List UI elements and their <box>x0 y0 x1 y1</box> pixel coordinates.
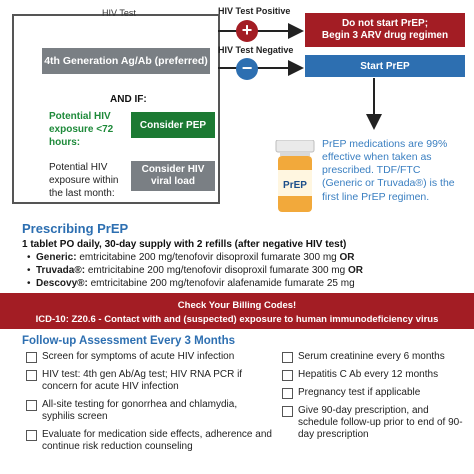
list-item: Descovy®: emtricitabine 200 mg/tenofovir… <box>27 277 363 290</box>
prescribing-subtitle: 1 tablet PO daily, 30-day supply with 2 … <box>22 239 347 250</box>
list-item: Generic: emtricitabine 200 mg/tenofovir … <box>27 251 363 264</box>
checkbox[interactable] <box>26 352 37 363</box>
checklist-item: All-site testing for gonorrhea and chlam… <box>26 399 272 423</box>
pill-label: PrEP <box>283 180 307 191</box>
hiv-test-heading: HIV Test <box>102 8 136 18</box>
start-prep-box: Start PrEP <box>305 55 465 77</box>
checkbox[interactable] <box>26 430 37 441</box>
ag-ab-test-box: 4th Generation Ag/Ab (preferred) <box>42 48 210 74</box>
checklist-item: Evaluate for medication side effects, ad… <box>26 429 272 453</box>
prep-efficacy-text: PrEP medications are 99% effective when … <box>322 138 455 203</box>
pill-bottle-icon: PrEP <box>275 140 315 212</box>
checklist-item: Pregnancy test if applicable <box>282 387 468 399</box>
billing-banner: Check Your Billing Codes! ICD-10: Z20.6 … <box>0 293 474 329</box>
checkbox[interactable] <box>282 370 293 381</box>
viral-load-condition-text: Potential HIV exposure within the last m… <box>49 162 119 199</box>
checklist-item: Screen for symptoms of acute HIV infecti… <box>26 351 272 363</box>
consider-pep-box: Consider PEP <box>131 112 215 138</box>
pep-condition-text: Potential HIV exposure <72 hours: <box>49 111 114 148</box>
flow-arrows <box>218 23 382 130</box>
minus-icon: − <box>236 58 258 80</box>
list-item: Truvada®: emtricitabine 200 mg/tenofovir… <box>27 264 363 277</box>
consider-viral-load-box: Consider HIV viral load <box>131 161 215 191</box>
checkbox[interactable] <box>282 388 293 399</box>
follow-up-right-column: Serum creatinine every 6 months Hepatiti… <box>282 351 468 447</box>
billing-code-text: ICD-10: Z20.6 - Contact with and (suspec… <box>35 314 439 325</box>
and-if-label: AND IF: <box>110 94 147 105</box>
billing-heading: Check Your Billing Codes! <box>177 300 297 311</box>
prescribing-list: Generic: emtricitabine 200 mg/tenofovir … <box>26 251 363 290</box>
hiv-positive-label: HIV Test Positive <box>218 6 291 16</box>
hiv-negative-label: HIV Test Negative <box>218 45 294 55</box>
checklist-item: Hepatitis C Ab every 12 months <box>282 369 468 381</box>
prescribing-title: Prescribing PrEP <box>22 221 129 236</box>
checklist-item: Serum creatinine every 6 months <box>282 351 468 363</box>
follow-up-title: Follow-up Assessment Every 3 Months <box>22 335 236 347</box>
do-not-start-prep-box: Do not start PrEP; Begin 3 ARV drug regi… <box>305 13 465 47</box>
checklist-item: Give 90-day prescription, and schedule f… <box>282 405 468 441</box>
checkbox[interactable] <box>26 400 37 411</box>
checklist-item: HIV test: 4th gen Ab/Ag test; HIV RNA PC… <box>26 369 272 393</box>
positive-action-line1: Do not start PrEP; <box>341 17 429 29</box>
checkbox[interactable] <box>282 352 293 363</box>
checkbox[interactable] <box>282 406 293 417</box>
positive-action-line2: Begin 3 ARV drug regimen <box>321 30 449 41</box>
hiv-test-flow-box: HIV Test 4th Generation Ag/Ab (preferred… <box>12 8 220 204</box>
checkbox[interactable] <box>26 370 37 381</box>
plus-icon: + <box>236 20 258 42</box>
follow-up-left-column: Screen for symptoms of acute HIV infecti… <box>26 351 272 459</box>
